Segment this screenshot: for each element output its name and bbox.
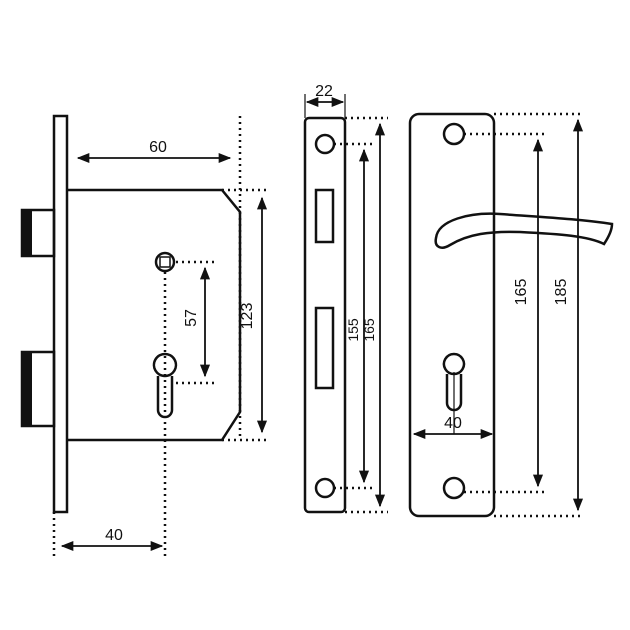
lock-case [67,188,242,442]
lever-handle [434,212,614,249]
lock-keyhole-top [152,352,178,378]
backplate-bottom-hole [442,476,466,500]
dim-label-57: 57 [183,309,200,327]
dim-label-22: 22 [315,83,333,100]
dim-label-60: 60 [149,139,167,156]
mortise-lock-body [20,114,242,514]
lock-dimensions: 60 123 57 40 [52,116,270,560]
backplate-outline [408,112,496,518]
dim-label-185: 185 [553,279,570,306]
dead-bolt-shade [22,352,32,426]
dim-label-40-plate: 40 [444,415,462,432]
backplate-top-hole [442,122,466,146]
striker-top-hole [314,133,336,155]
striker-bolt-opening [314,306,335,390]
striker-plate [303,116,347,514]
striker-dimensions: 22 155 165 [304,83,388,514]
spindle-square [159,256,171,268]
backplate-keyhole-top [442,352,466,376]
striker-plate-outline [303,116,347,514]
backplate-dimensions: 40 165 185 [412,112,584,518]
latch-bolt-shade [22,210,32,256]
dim-label-123: 123 [239,303,256,330]
spindle-hub [154,251,176,273]
striker-bottom-hole [314,477,336,499]
dim-label-155: 155 [345,318,361,342]
dim-label-165-plate: 165 [513,279,530,306]
dim-label-40-lock: 40 [105,527,123,544]
striker-latch-opening [314,188,335,244]
handle-backplate [408,112,614,518]
dim-label-165-striker: 165 [361,318,377,342]
lock-faceplate [52,114,69,514]
